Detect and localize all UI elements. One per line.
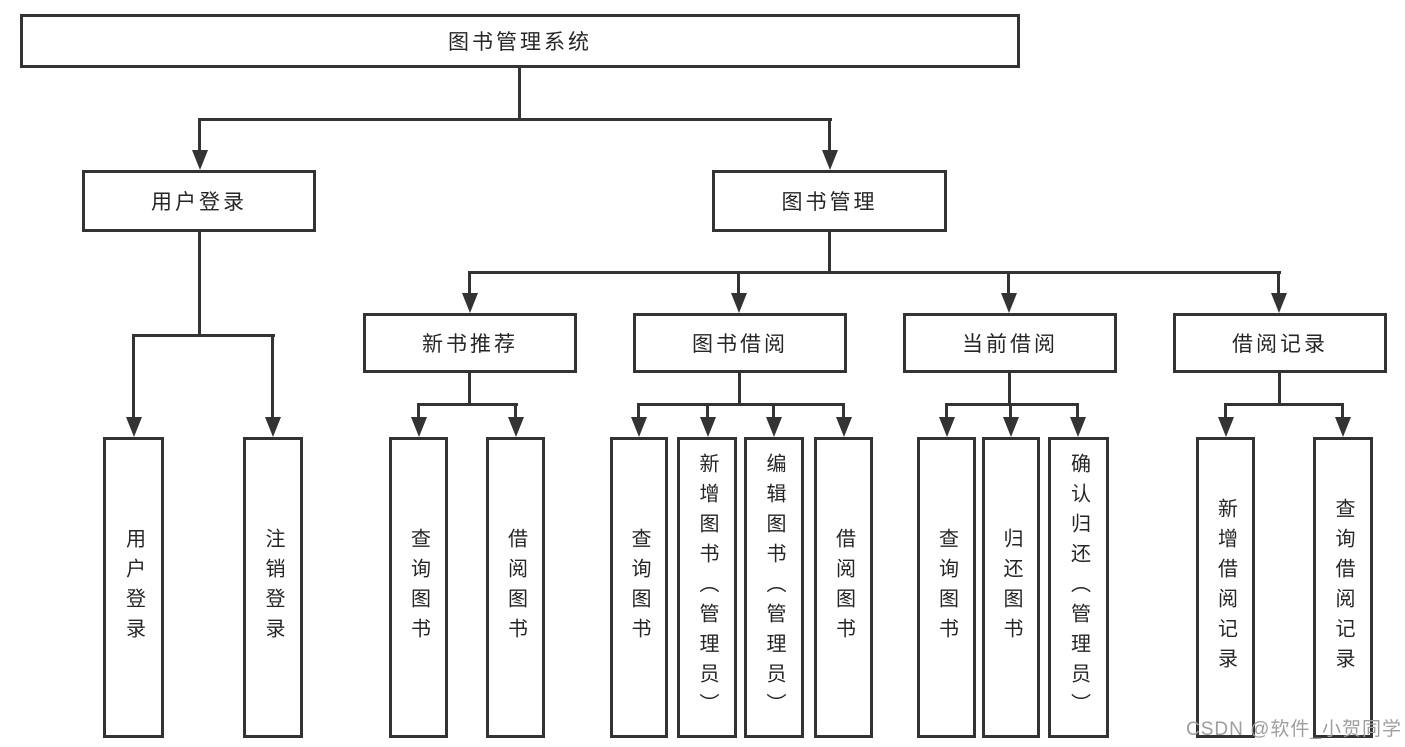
connector-line xyxy=(1008,373,1011,406)
arrow-down-icon xyxy=(1271,293,1287,313)
connector-line xyxy=(132,334,275,337)
connector-line xyxy=(198,120,201,152)
connector-line xyxy=(772,403,775,419)
leaf-confirm-return-admin: 确认归还（管理员） xyxy=(1048,437,1109,738)
connector-line xyxy=(842,403,845,419)
connector-line xyxy=(514,403,517,419)
connector-line xyxy=(468,373,471,406)
arrow-down-icon xyxy=(836,417,852,437)
leaf-logout-label: 注销登录 xyxy=(262,527,284,648)
leaf-query-books-recommend-label: 查询图书 xyxy=(407,527,430,648)
leaf-edit-book-admin-label: 编辑图书（管理员） xyxy=(763,452,785,723)
leaf-query-books-current-label: 查询图书 xyxy=(935,527,958,648)
connector-line xyxy=(637,403,640,419)
node-borrow-records-label: 借阅记录 xyxy=(1232,333,1328,356)
arrow-down-icon xyxy=(939,417,955,437)
leaf-confirm-return-admin-label: 确认归还（管理员） xyxy=(1067,452,1090,723)
leaf-query-books-recommend: 查询图书 xyxy=(389,437,448,738)
leaf-add-borrow-record: 新增借阅记录 xyxy=(1196,437,1255,738)
csdn-watermark: CSDN @软件_小贺同学 xyxy=(1186,719,1402,740)
leaf-query-borrow-record: 查询借阅记录 xyxy=(1313,437,1373,738)
arrow-down-icon xyxy=(411,417,427,437)
node-library-system-label: 图书管理系统 xyxy=(448,31,592,54)
arrow-down-icon xyxy=(700,417,716,437)
node-current-borrow: 当前借阅 xyxy=(903,313,1117,373)
connector-line xyxy=(132,334,135,420)
leaf-borrow-books-recommend: 借阅图书 xyxy=(486,437,545,738)
connector-line xyxy=(828,232,831,274)
connector-line xyxy=(737,271,740,295)
leaf-user-login-label: 用户登录 xyxy=(122,527,145,648)
node-new-book-recommend: 新书推荐 xyxy=(363,313,577,373)
arrow-down-icon xyxy=(126,417,142,437)
connector-line xyxy=(198,118,832,121)
connector-line xyxy=(1278,373,1281,406)
connector-line xyxy=(468,271,1281,274)
connector-line xyxy=(637,403,845,406)
node-borrow-records: 借阅记录 xyxy=(1173,313,1387,373)
connector-line xyxy=(706,403,709,419)
arrow-down-icon xyxy=(766,417,782,437)
connector-line xyxy=(468,271,471,295)
arrow-down-icon xyxy=(508,417,524,437)
node-book-management-label: 图书管理 xyxy=(781,191,878,214)
connector-line xyxy=(518,68,521,120)
connector-line xyxy=(945,403,948,419)
leaf-add-book-admin: 新增图书（管理员） xyxy=(677,437,737,738)
leaf-add-book-admin-label: 新增图书（管理员） xyxy=(696,452,718,723)
leaf-query-books-current: 查询图书 xyxy=(917,437,976,738)
arrow-down-icon xyxy=(1335,417,1351,437)
connector-line xyxy=(1224,403,1227,419)
connector-line xyxy=(1341,403,1344,419)
leaf-add-borrow-record-label: 新增借阅记录 xyxy=(1214,497,1237,678)
connector-line xyxy=(1224,403,1344,406)
connector-line xyxy=(1007,271,1010,295)
connector-line xyxy=(828,120,831,152)
leaf-logout: 注销登录 xyxy=(243,437,303,738)
arrow-down-icon xyxy=(1003,417,1019,437)
arrow-down-icon xyxy=(822,150,838,170)
connector-line xyxy=(1277,271,1280,295)
arrow-down-icon xyxy=(1001,293,1017,313)
leaf-return-books-label: 归还图书 xyxy=(1000,527,1022,648)
connector-line xyxy=(417,403,420,419)
connector-line xyxy=(198,232,201,336)
connector-line xyxy=(1009,403,1012,419)
arrow-down-icon xyxy=(265,417,281,437)
node-new-book-recommend-label: 新书推荐 xyxy=(422,333,518,356)
leaf-user-login: 用户登录 xyxy=(103,437,164,738)
node-book-management: 图书管理 xyxy=(712,170,947,232)
leaf-query-borrow-record-label: 查询借阅记录 xyxy=(1332,497,1354,678)
connector-line xyxy=(1076,403,1079,419)
leaf-borrow-books-borrow: 借阅图书 xyxy=(814,437,873,738)
leaf-borrow-books-borrow-label: 借阅图书 xyxy=(832,527,855,648)
node-user-login-label: 用户登录 xyxy=(151,191,247,214)
connector-line xyxy=(271,334,274,420)
arrow-down-icon xyxy=(462,293,478,313)
node-current-borrow-label: 当前借阅 xyxy=(962,333,1058,356)
arrow-down-icon xyxy=(192,150,208,170)
leaf-query-books-borrow: 查询图书 xyxy=(610,437,668,738)
leaf-edit-book-admin: 编辑图书（管理员） xyxy=(744,437,804,738)
node-book-borrow-label: 图书借阅 xyxy=(692,333,788,356)
arrow-down-icon xyxy=(731,293,747,313)
leaf-return-books: 归还图书 xyxy=(982,437,1040,738)
connector-line xyxy=(417,403,518,406)
node-book-borrow: 图书借阅 xyxy=(633,313,847,373)
arrow-down-icon xyxy=(1218,417,1234,437)
arrow-down-icon xyxy=(1070,417,1086,437)
connector-line xyxy=(738,373,741,406)
leaf-borrow-books-recommend-label: 借阅图书 xyxy=(504,527,527,648)
node-library-system: 图书管理系统 xyxy=(20,14,1020,68)
arrow-down-icon xyxy=(631,417,647,437)
leaf-query-books-borrow-label: 查询图书 xyxy=(628,527,650,648)
connector-line xyxy=(945,403,1079,406)
node-user-login: 用户登录 xyxy=(82,170,316,232)
